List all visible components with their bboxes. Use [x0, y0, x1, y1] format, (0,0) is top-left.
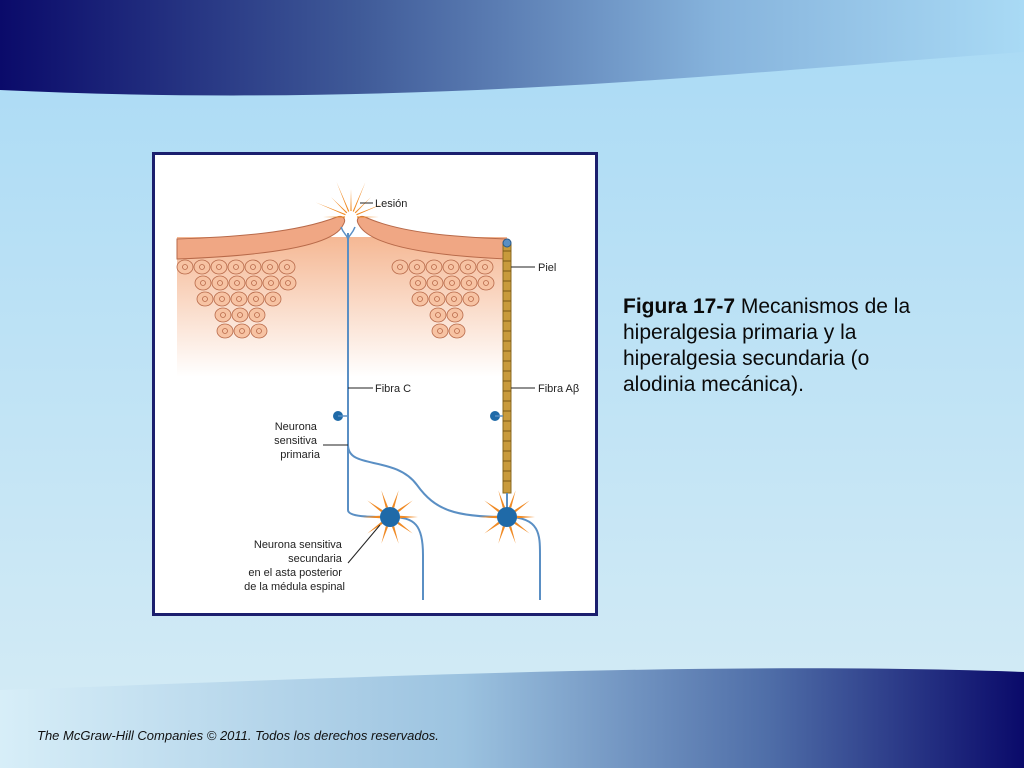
skin-cells-left	[176, 259, 297, 339]
caption-text: Mecanismos de la hiperalgesia primaria y…	[623, 295, 911, 396]
fiber-ab-segments	[503, 250, 511, 482]
hyperalgesia-diagram: Lesión Piel Fibra C Fibra Aβ Neurona sen…	[176, 181, 579, 600]
fiber-ab-myelin	[502, 242, 512, 494]
label-secondary-neuron: Neurona sensitiva secundaria en el asta …	[244, 539, 345, 593]
copyright-footer: The McGraw-Hill Companies © 2011. Todos …	[37, 728, 439, 743]
fiber-c-path	[347, 233, 506, 518]
label-skin: Piel	[538, 262, 556, 274]
secondary-neuron-left-spark-icon	[362, 490, 418, 544]
secondary-neuron-left	[380, 507, 400, 527]
lesion-spark-icon	[315, 181, 387, 218]
secondary-neuron-right	[497, 507, 517, 527]
skin-cells-right	[391, 259, 495, 339]
label-primary-neuron: Neurona sensitiva primaria	[274, 421, 321, 461]
label-fiber-c: Fibra C	[375, 383, 411, 395]
fiber-c-terminal	[340, 226, 356, 242]
label-fiber-ab: Fibra Aβ	[538, 383, 579, 395]
figure-caption: Figura 17-7 Mecanismos de la hiperalgesi…	[623, 294, 923, 398]
secondary-neuron-right-spark-icon	[479, 490, 535, 544]
figure-frame: Lesión Piel Fibra C Fibra Aβ Neurona sen…	[152, 152, 598, 616]
skin-tissue	[176, 216, 508, 377]
figure-number: Figura 17-7	[623, 295, 736, 318]
fiber-ab-receptor	[502, 238, 512, 248]
label-lesion: Lesión	[375, 198, 407, 210]
leader-lines	[323, 202, 535, 564]
